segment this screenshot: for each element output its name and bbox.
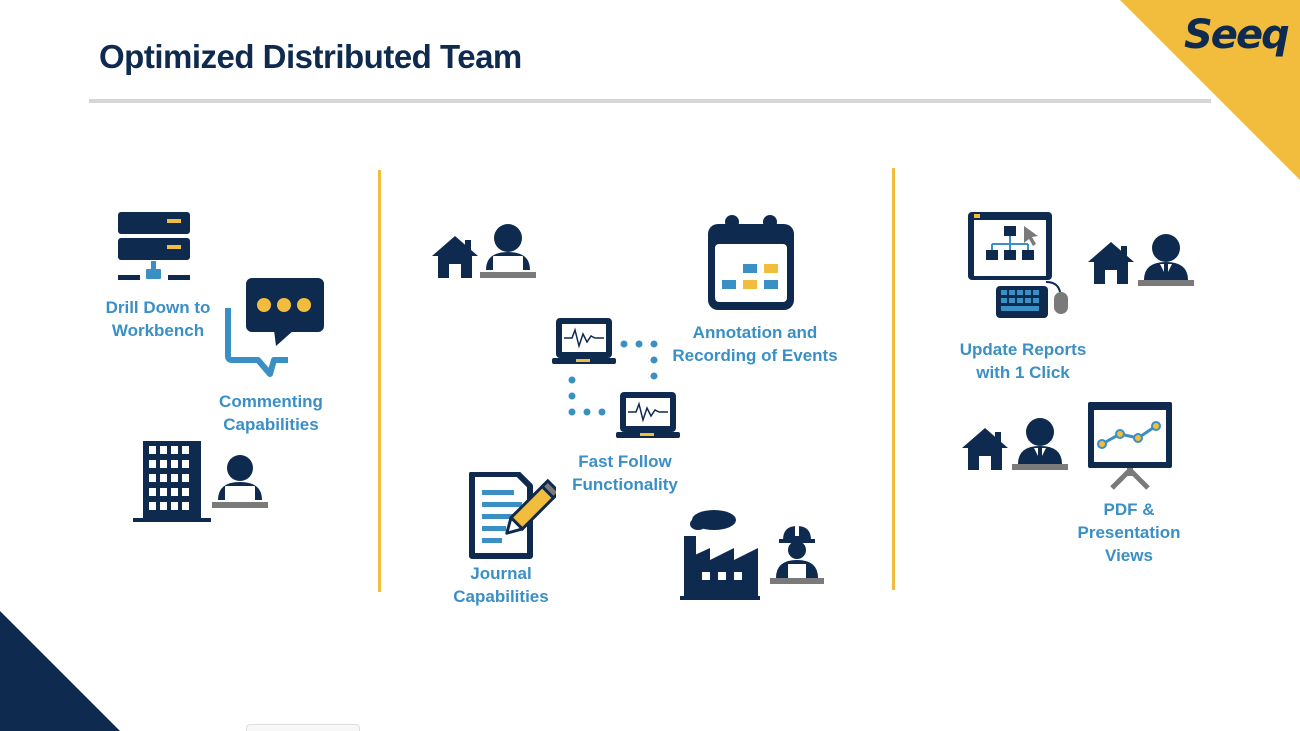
home-icon	[1088, 242, 1134, 284]
factory-icon	[680, 510, 760, 600]
remote-worker-icon	[212, 455, 268, 508]
remote-worker-icon	[480, 224, 536, 278]
label-line: Recording of Events	[672, 346, 838, 365]
home-icon	[432, 236, 478, 278]
label-drill-down: Drill Down to Workbench	[98, 296, 218, 342]
label-line: PDF &	[1103, 500, 1155, 519]
label-line: with 1 Click	[976, 363, 1070, 382]
home-icon	[962, 428, 1008, 470]
label-line: Annotation and	[692, 323, 818, 342]
server-icon	[118, 212, 190, 280]
column-divider-left	[378, 170, 381, 592]
label-annotation: Annotation and Recording of Events	[670, 321, 840, 367]
column-divider-right	[892, 168, 895, 590]
label-line: Update Reports	[959, 340, 1087, 359]
label-line: Capabilities	[223, 415, 319, 434]
page-title: Optimized Distributed Team	[99, 38, 522, 75]
title-divider	[89, 99, 1211, 103]
label-fast-follow: Fast Follow Functionality	[560, 450, 690, 496]
label-line: Capabilities	[453, 587, 549, 606]
engineer-icon	[770, 526, 824, 584]
office-building-icon	[133, 441, 211, 522]
bottom-tab-stub	[246, 724, 360, 731]
label-line: Commenting	[219, 392, 323, 411]
fast-follow-laptops-icon	[552, 318, 680, 438]
businessman-icon	[1138, 234, 1194, 286]
label-pdf-views: PDF & Presentation Views	[1066, 498, 1192, 567]
label-line: Views	[1105, 546, 1153, 565]
label-line: Workbench	[111, 321, 205, 340]
comment-icon	[225, 278, 324, 377]
label-update-reports: Update Reports with 1 Click	[952, 338, 1094, 384]
label-journal: Journal Capabilities	[446, 562, 556, 608]
label-line: Functionality	[572, 475, 678, 494]
journal-icon	[469, 472, 556, 559]
label-line: Fast Follow	[578, 452, 672, 471]
corner-accent-top-right	[1120, 0, 1300, 180]
label-line: Journal	[470, 564, 532, 583]
label-commenting: Commenting Capabilities	[210, 390, 332, 436]
calendar-icon	[708, 215, 794, 310]
seeq-logo: Seeq	[1184, 12, 1290, 58]
label-line: Drill Down to	[105, 298, 211, 317]
label-line: Presentation	[1077, 523, 1181, 542]
businessman-icon	[1012, 418, 1068, 470]
presentation-board-icon	[1088, 402, 1172, 490]
report-workstation-icon	[968, 212, 1068, 318]
corner-accent-bottom-left	[0, 611, 120, 731]
